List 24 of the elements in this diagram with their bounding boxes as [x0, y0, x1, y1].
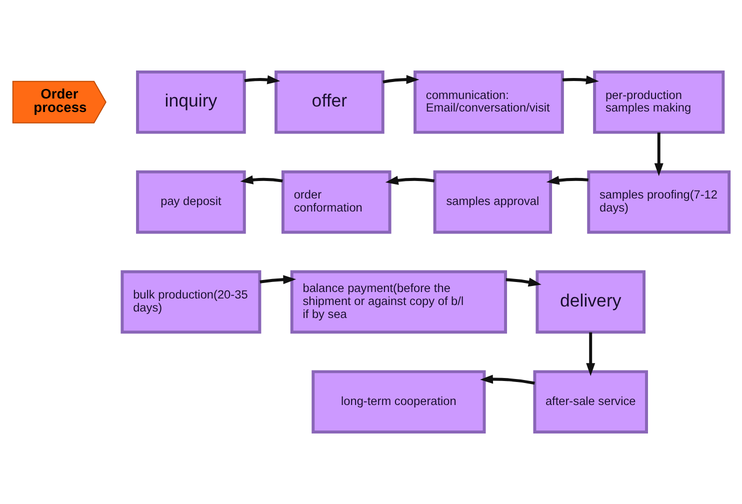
node-box: pay deposit: [136, 170, 246, 234]
arrow: [382, 74, 420, 84]
node-box: samples approval: [433, 170, 552, 234]
node-box: order conformation: [281, 170, 392, 234]
arrow: [654, 132, 664, 176]
node-box: communication: Email/conversation/visit: [414, 70, 564, 134]
node-box: after-sale service: [533, 370, 648, 434]
arrow: [385, 176, 435, 185]
arrow: [506, 278, 542, 287]
node-box: bulk production(20-35 days): [120, 270, 262, 334]
node-box: balance payment(before the shipment or against copy of b/l if by sea: [290, 270, 508, 334]
arrow: [244, 75, 280, 84]
arrow: [546, 176, 588, 185]
arrow: [480, 374, 535, 385]
arrow: [586, 332, 596, 376]
node-box: offer: [274, 70, 384, 134]
node-box: delivery: [536, 270, 646, 334]
arrow: [240, 175, 283, 184]
node-box: per-production samples making: [593, 70, 725, 134]
arrow: [260, 275, 296, 284]
node-box: inquiry: [136, 70, 246, 134]
arrow: [562, 75, 599, 84]
node-box: long-term cooperation: [312, 370, 486, 434]
node-box: samples proofing(7-12 days): [587, 170, 731, 234]
